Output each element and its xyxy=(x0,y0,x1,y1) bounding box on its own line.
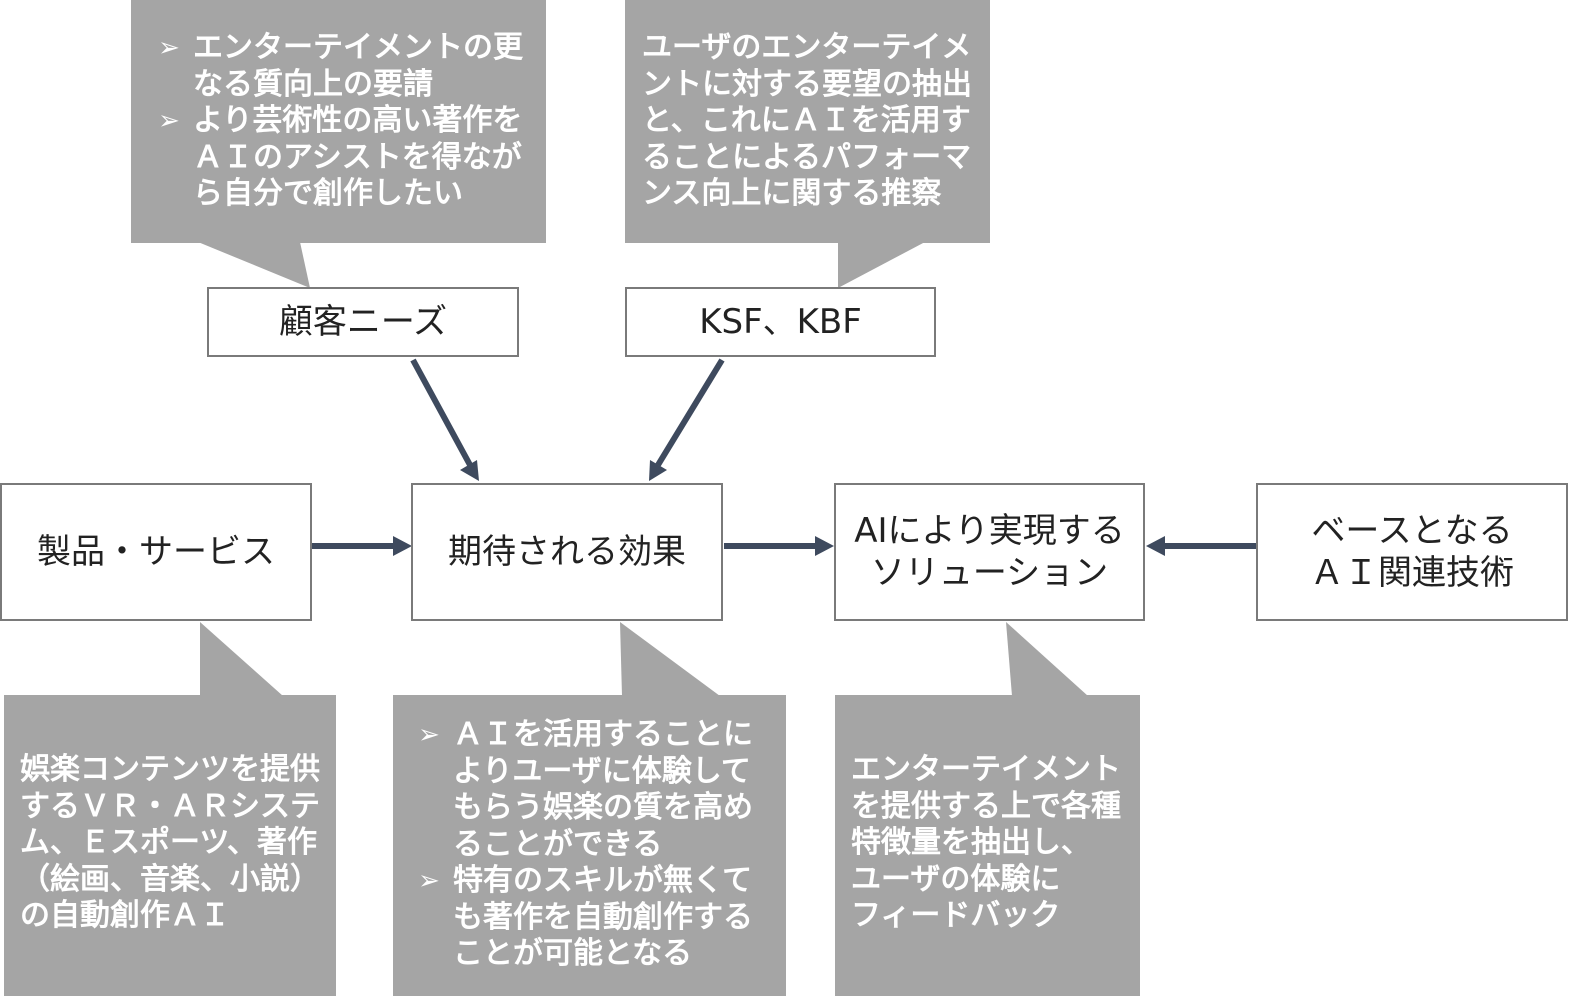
bullet-item: ➢ ＡＩを活用することに よりユーザに体験して もらう娯楽の質を高め ることがで… xyxy=(409,717,778,863)
node-base-ai-tech: ベースとなる ＡＩ関連技術 xyxy=(1256,483,1568,621)
arrow-bullet-icon: ➢ xyxy=(158,106,180,136)
bullet-item: ➢ より芸術性の高い著作を ＡＩのアシストを得なが ら自分で創作したい xyxy=(149,103,526,213)
bullet-list: ➢ ＡＩを活用することに よりユーザに体験して もらう娯楽の質を高め ることがで… xyxy=(409,717,778,973)
callout-tail-ksf-kbf xyxy=(838,242,925,288)
node-customer-needs: 顧客ニーズ xyxy=(207,287,519,357)
bullet-line: なる質向上の要請 xyxy=(193,66,433,102)
node-label: AIにより実現する xyxy=(854,511,1125,551)
bullet-line: 特有のスキルが無くて xyxy=(453,863,753,898)
arrowhead-ksf-to-effect xyxy=(649,460,667,481)
node-product-service: 製品・サービス xyxy=(0,483,312,621)
callout-tail-expected-effect xyxy=(620,622,720,696)
node-label: 期待される効果 xyxy=(448,532,686,572)
node-expected-effect: 期待される効果 xyxy=(411,483,723,621)
bullet-line: も著作を自動創作する xyxy=(453,899,753,935)
arrow-bullet-icon: ➢ xyxy=(158,33,180,63)
arrow-bullet-icon: ➢ xyxy=(418,866,440,896)
callout-ai-solution: エンターテイメント を提供する上で各種 特徴量を抽出し、 ユーザの体験に フィー… xyxy=(835,695,1140,996)
callout-line: の自動創作ＡＩ xyxy=(20,898,230,933)
callout-line: エンターテイメント xyxy=(851,752,1121,787)
node-label: ベースとなる xyxy=(1311,511,1513,551)
bullet-line: エンターテイメントの更 xyxy=(193,30,523,65)
callout-line: 娯楽コンテンツを提供 xyxy=(20,752,320,787)
callout-expected-effect: ➢ ＡＩを活用することに よりユーザに体験して もらう娯楽の質を高め ることがで… xyxy=(393,695,786,996)
callout-line: ユーザのエンターテイメ xyxy=(642,30,972,65)
callout-line: ム、Ｅスポーツ、著作 xyxy=(20,825,317,860)
callout-line: フィードバック xyxy=(851,898,1061,933)
arrowhead-tech-to-solution xyxy=(1146,536,1165,556)
node-ksf-kbf: KSF、KBF xyxy=(625,287,936,357)
bullet-line: ことが可能となる xyxy=(453,936,693,971)
bullet-list: ➢ エンターテイメントの更 なる質向上の要請 ➢ より芸術性の高い著作を ＡＩの… xyxy=(149,30,526,213)
callout-tail-product-service xyxy=(200,622,283,696)
callout-line: ることによるパフォーマ xyxy=(642,139,972,175)
callout-ksf-kbf: ユーザのエンターテイメ ントに対する要望の抽出 と、これにＡＩを活用す ることに… xyxy=(625,0,990,243)
bullet-line: よりユーザに体験して xyxy=(453,753,751,789)
bullet-line: ＡＩのアシストを得なが xyxy=(193,139,522,175)
callout-line: ンス向上に関する推察 xyxy=(642,176,942,211)
bullet-line: ＡＩを活用することに xyxy=(453,717,753,752)
callout-line: するＶＲ・ＡＲシステ xyxy=(20,788,320,824)
node-ai-solution: AIにより実現する ソリューション xyxy=(834,483,1145,621)
callout-product-service: 娯楽コンテンツを提供 するＶＲ・ＡＲシステ ム、Ｅスポーツ、著作 （絵画、音楽、… xyxy=(4,695,336,996)
callout-line: 特徴量を抽出し、 xyxy=(851,825,1091,860)
node-label: ソリューション xyxy=(870,553,1109,593)
bullet-item: ➢ 特有のスキルが無くて も著作を自動創作する ことが可能となる xyxy=(409,863,778,973)
bullet-line: もらう娯楽の質を高め xyxy=(453,790,753,825)
callout-line: ユーザの体験に xyxy=(851,861,1061,897)
callout-line: を提供する上で各種 xyxy=(851,788,1121,824)
arrowhead-needs-to-effect xyxy=(460,460,479,481)
callout-tail-customer-needs xyxy=(198,242,310,288)
arrowhead-product-to-effect xyxy=(393,536,412,556)
bullet-line: ら自分で創作したい xyxy=(193,176,463,211)
callout-tail-ai-solution xyxy=(1006,622,1088,696)
callout-line: ントに対する要望の抽出 xyxy=(642,66,972,102)
arrow-needs-to-effect xyxy=(410,358,473,467)
node-label: ＡＩ関連技術 xyxy=(1310,553,1514,593)
node-label: KSF、KBF xyxy=(699,302,862,342)
callout-line: と、これにＡＩを活用す xyxy=(642,103,971,138)
arrowhead-effect-to-solution xyxy=(815,536,834,556)
callout-customer-needs: ➢ エンターテイメントの更 なる質向上の要請 ➢ より芸術性の高い著作を ＡＩの… xyxy=(131,0,546,243)
bullet-item: ➢ エンターテイメントの更 なる質向上の要請 xyxy=(149,30,526,103)
node-label: 製品・サービス xyxy=(37,532,275,572)
node-label: 顧客ニーズ xyxy=(278,302,448,342)
bullet-line: より芸術性の高い著作を xyxy=(193,103,523,138)
callout-line: （絵画、音楽、小説） xyxy=(20,861,320,897)
arrow-bullet-icon: ➢ xyxy=(418,720,440,750)
bullet-line: ることができる xyxy=(453,826,663,862)
arrow-ksf-to-effect xyxy=(655,358,725,467)
